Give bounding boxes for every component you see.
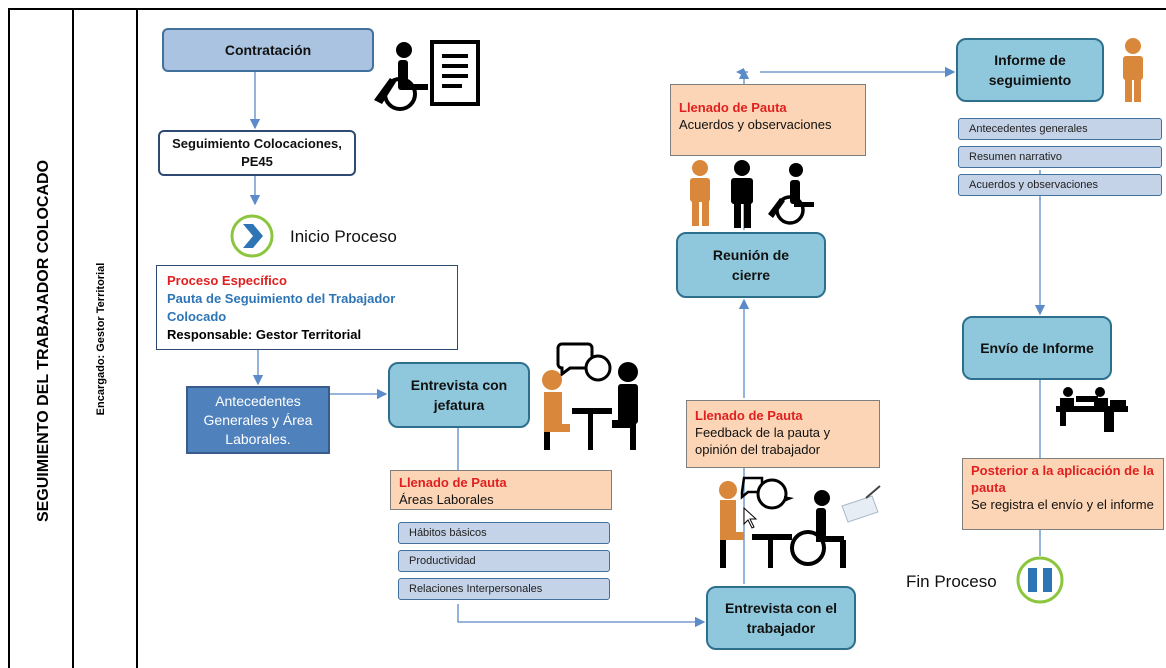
node-antecedentes-label: Antecedentes Generales y Área Laborales. xyxy=(203,392,313,447)
node-entrevista-jefatura: Entrevista con jefatura xyxy=(388,362,530,428)
note-posterior-title: Posterior a la aplicación de la pauta xyxy=(971,463,1154,495)
note-llenado-feedback: Llenado de Pauta Feedback de la pauta y … xyxy=(686,400,880,468)
note-llenado-areas-text: Áreas Laborales xyxy=(399,492,494,507)
node-seguimiento: Seguimiento Colocaciones, PE45 xyxy=(158,130,356,176)
node-seguimiento-line1: Seguimiento Colocaciones, xyxy=(172,136,342,151)
list-item-area-0: Hábitos básicos xyxy=(398,522,610,544)
node-entrevista-trabajador-label: Entrevista con el trabajador xyxy=(724,600,838,636)
lane-border-mid xyxy=(72,8,74,668)
note-llenado-areas-title: Llenado de Pauta xyxy=(399,475,507,490)
node-informe: Informe de seguimiento xyxy=(956,38,1104,102)
note-llenado-areas: Llenado de Pauta Áreas Laborales xyxy=(390,470,612,510)
node-proceso-especifico: Proceso Específico Pauta de Seguimiento … xyxy=(156,265,458,350)
pauta-title: Pauta de Seguimiento del Trabajador Colo… xyxy=(167,291,396,324)
node-contratacion-label: Contratación xyxy=(224,42,312,58)
node-reunion-cierre: Reunión de cierre xyxy=(676,232,826,298)
edge-areas-trabajador xyxy=(457,604,706,628)
note-llenado-acuerdos: Llenado de Pauta Acuerdos y observacione… xyxy=(670,84,866,156)
list-item-informe-0: Antecedentes generales xyxy=(958,118,1162,140)
list-item-informe-2: Acuerdos y observaciones xyxy=(958,174,1162,196)
list-item-informe-1: Resumen narrativo xyxy=(958,146,1162,168)
note-llenado-feedback-title: Llenado de Pauta xyxy=(695,408,803,423)
note-llenado-acuerdos-title: Llenado de Pauta xyxy=(679,100,787,115)
lane-border-right xyxy=(136,8,138,668)
note-posterior: Posterior a la aplicación de la pauta Se… xyxy=(962,458,1164,530)
node-contratacion: Contratación xyxy=(162,28,374,72)
node-seguimiento-line2: PE45 xyxy=(241,154,273,169)
responsable-text: Responsable: Gestor Territorial xyxy=(167,327,362,342)
note-llenado-acuerdos-text: Acuerdos y observaciones xyxy=(679,117,832,132)
node-envio: Envío de Informe xyxy=(962,316,1112,380)
label-inicio: Inicio Proceso xyxy=(290,227,397,246)
node-reunion-cierre-label: Reunión de cierre xyxy=(712,247,790,283)
node-entrevista-jefatura-label: Entrevista con jefatura xyxy=(410,377,508,413)
frame-top-border xyxy=(8,8,1166,10)
label-fin: Fin Proceso xyxy=(906,572,997,591)
lane-border-left xyxy=(8,8,10,668)
note-llenado-feedback-text: Feedback de la pauta y opinión del traba… xyxy=(695,425,831,457)
node-informe-label: Informe de seguimiento xyxy=(988,52,1072,88)
node-entrevista-trabajador: Entrevista con el trabajador xyxy=(706,586,856,650)
node-envio-label: Envío de Informe xyxy=(980,340,1094,356)
list-item-area-1: Productividad xyxy=(398,550,610,572)
note-posterior-text: Se registra el envío y el informe xyxy=(971,497,1154,512)
list-item-area-2: Relaciones Interpersonales xyxy=(398,578,610,600)
edge-arrowhead-left xyxy=(736,68,744,76)
proceso-especifico-title: Proceso Específico xyxy=(167,273,287,288)
node-antecedentes: Antecedentes Generales y Área Laborales. xyxy=(186,386,330,454)
